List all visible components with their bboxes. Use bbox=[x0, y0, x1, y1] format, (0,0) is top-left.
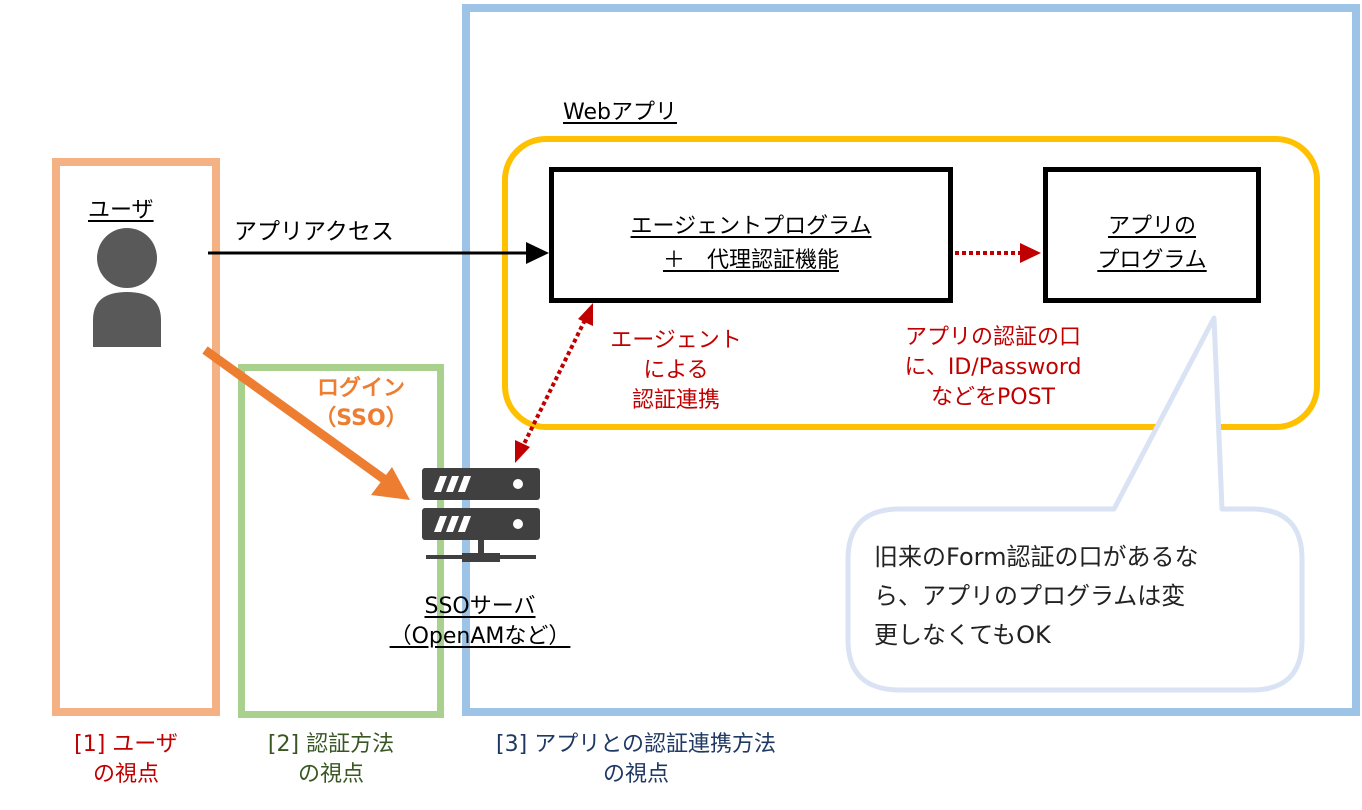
sso-server-line2: （OpenAMなど） bbox=[389, 624, 571, 649]
callout-text: 旧来のForm認証の口があるな ら、アプリのプログラムは変 更しなくてもOK bbox=[874, 538, 1294, 655]
agent-link-note: エージェント による 認証連携 bbox=[592, 326, 760, 416]
view-caption-auth: [2] 認証方法 の視点 bbox=[240, 730, 422, 790]
login-label: ログイン （SSO） bbox=[290, 374, 432, 434]
view-caption-auth-line1: [2] 認証方法 bbox=[267, 732, 395, 757]
view-caption-user-line1: [1] ユーザ bbox=[74, 732, 178, 757]
post-note-line1: アプリの認証の口 bbox=[904, 325, 1081, 350]
callout-line2: ら、アプリのプログラムは変 bbox=[874, 582, 1186, 610]
access-label: アプリアクセス bbox=[234, 219, 394, 245]
post-note: アプリの認証の口 に、ID/Password などをPOST bbox=[870, 323, 1116, 413]
app-integration-frame bbox=[462, 4, 1360, 716]
webapp-title: Webアプリ bbox=[563, 100, 677, 125]
post-note-line2: に、ID/Password bbox=[904, 355, 1082, 380]
agent-link-line2: による bbox=[643, 358, 709, 383]
view-caption-user-line2: の視点 bbox=[92, 762, 159, 787]
callout-line3: 更しなくてもOK bbox=[874, 621, 1051, 649]
agent-link-line1: エージェント bbox=[610, 328, 742, 353]
view-caption-user: [1] ユーザ の視点 bbox=[40, 730, 212, 790]
sso-server-line1: SSOサーバ bbox=[424, 594, 536, 619]
login-arrow bbox=[202, 346, 410, 500]
post-note-line3: などをPOST bbox=[931, 385, 1055, 410]
app-box-line2: プログラム bbox=[1097, 248, 1207, 273]
app-access-arrow bbox=[208, 242, 549, 264]
user-title: ユーザ bbox=[88, 198, 154, 223]
login-line2: （SSO） bbox=[314, 406, 408, 431]
auth-method-frame bbox=[238, 364, 444, 718]
webapp-frame bbox=[502, 136, 1320, 430]
sso-server-label: SSOサーバ （OpenAMなど） bbox=[370, 592, 590, 652]
view-caption-auth-line2: の視点 bbox=[297, 762, 364, 787]
post-arrow bbox=[955, 243, 1041, 263]
agent-sso-link-arrow bbox=[515, 303, 593, 463]
agent-box-line2: ＋ 代理認証機能 bbox=[662, 248, 839, 273]
app-program-box: アプリの プログラム bbox=[1043, 167, 1261, 303]
agent-box-line1: エージェントプログラム bbox=[630, 214, 872, 239]
login-line1: ログイン bbox=[316, 376, 405, 401]
server-icon bbox=[422, 468, 540, 562]
agent-link-line3: 認証連携 bbox=[631, 388, 720, 413]
user-icon bbox=[93, 228, 161, 347]
view-caption-app-line2: の視点 bbox=[602, 762, 669, 787]
app-box-line1: アプリの bbox=[1107, 214, 1196, 239]
callout-line1: 旧来のForm認証の口があるな bbox=[874, 543, 1199, 571]
view-caption-app: [3] アプリとの認証連携方法 の視点 bbox=[466, 730, 806, 790]
view-caption-app-line1: [3] アプリとの認証連携方法 bbox=[496, 732, 776, 757]
agent-program-box: エージェントプログラム ＋ 代理認証機能 bbox=[549, 167, 953, 303]
user-view-frame bbox=[52, 158, 220, 716]
